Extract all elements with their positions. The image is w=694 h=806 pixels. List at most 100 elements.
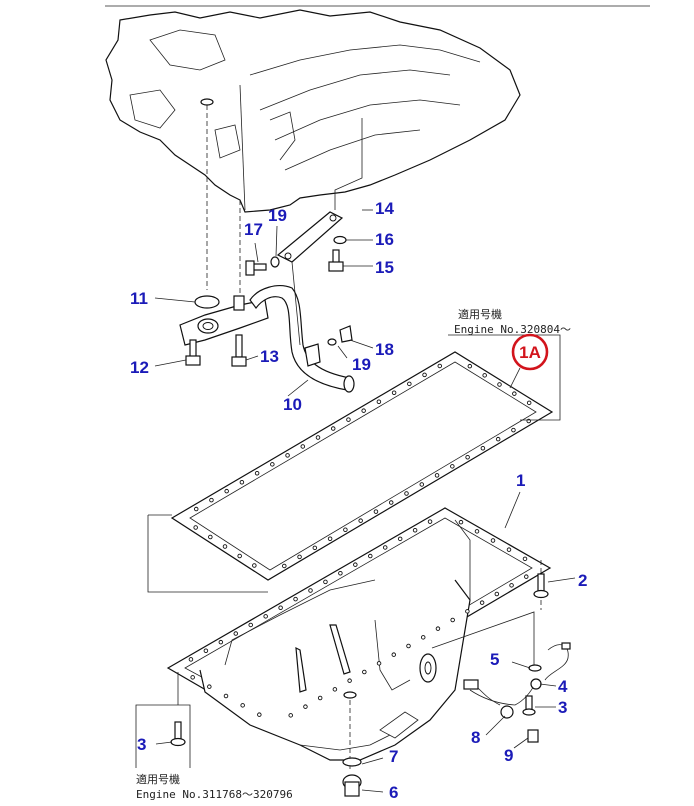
gasket-bolt-hole — [315, 435, 321, 440]
gasket-bolt-hole — [467, 363, 473, 369]
bolt-part-15 — [328, 249, 344, 272]
pan-bolt-hole — [207, 684, 212, 689]
callout-13: 13 — [260, 347, 279, 366]
gasket-bolt-hole — [482, 373, 487, 378]
callout-15: 15 — [375, 258, 394, 277]
pan-bolt-hole — [474, 529, 480, 534]
gasket-bolt-hole — [327, 536, 333, 542]
pan-bolt-hole — [263, 614, 268, 619]
pan-bolt-hole — [397, 536, 403, 542]
gasket-bolt-hole — [404, 491, 409, 496]
bolt-part-13 — [231, 334, 247, 367]
gasket-bolt-hole — [511, 427, 516, 433]
callout-5: 5 — [490, 650, 499, 669]
gasket-bolt-hole — [285, 453, 290, 458]
callout-19-lower: 19 — [352, 355, 371, 374]
gasket-bolt-hole — [282, 563, 287, 569]
callout-14: 14 — [375, 199, 394, 218]
note-lower-line1: 適用号機 — [136, 772, 180, 786]
pan-bolt-hole — [332, 687, 338, 692]
callout-10: 10 — [283, 395, 302, 414]
callout-1: 1 — [516, 471, 525, 490]
sensor-harness — [431, 611, 571, 743]
pan-bolt-hole — [382, 545, 388, 550]
pan-bolt-hole — [435, 626, 441, 631]
elbow-bracket — [179, 295, 269, 346]
pan-bolt-hole — [257, 712, 262, 717]
gasket-bolt-hole — [209, 497, 214, 503]
note-lower-line2: Engine No.311768～320796 — [136, 788, 293, 801]
callout-17: 17 — [244, 220, 263, 239]
gasket-bolt-hole — [437, 363, 443, 369]
gasket-bolt-hole — [526, 400, 532, 406]
gasket-bolt-hole — [391, 390, 397, 396]
pan-bolt-hole — [427, 519, 433, 524]
pan-bolt-hole — [376, 661, 382, 666]
gasket-bolt-hole — [300, 444, 306, 449]
pan-bolt-hole — [278, 605, 283, 610]
gasket-bolt-hole — [450, 464, 455, 469]
bolt-part-2 — [533, 560, 549, 610]
gasket-bolt-hole — [312, 545, 318, 551]
pan-bolt-hole — [240, 703, 245, 708]
pan-bolt-hole — [203, 648, 209, 654]
gasket-bolt-hole — [270, 462, 275, 467]
gasket-bolt-hole — [252, 563, 257, 568]
callout-8: 8 — [471, 728, 480, 747]
pan-bolt-hole — [338, 571, 343, 576]
pan-bolt-hole — [317, 695, 323, 701]
gasket-bolt-hole — [239, 479, 245, 485]
gasket-bolt-hole — [480, 445, 486, 451]
pan-bolt-hole — [450, 617, 455, 623]
part-1A-badge: 1A — [509, 333, 549, 389]
pan-bolt-hole — [362, 669, 367, 675]
pan-bolt-hole — [248, 622, 253, 628]
gasket-bolt-hole — [358, 518, 363, 523]
pan-bolt-hole — [308, 588, 313, 593]
gasket-bolt-hole — [497, 382, 502, 387]
washer-part-19-upper — [270, 256, 280, 268]
gasket-bolt-hole — [407, 381, 412, 387]
gasket-bolt-hole — [512, 391, 517, 396]
pan-bolt-hole — [190, 675, 195, 680]
oil-pan-part-1 — [166, 507, 552, 761]
bracket-part-14 — [276, 211, 344, 346]
gasket-bolt-hole — [495, 436, 501, 442]
pan-bolt-hole — [368, 553, 373, 559]
pan-bolt-hole — [218, 639, 224, 645]
callout-11: 11 — [130, 289, 148, 308]
clip-part-18 — [327, 325, 353, 346]
gasket-bolt-hole — [208, 534, 213, 540]
gasket-part-1A — [170, 351, 554, 581]
gasket-bolt-hole — [343, 527, 348, 532]
note-upper-line1: 適用号機 — [458, 307, 502, 321]
pan-bolt-hole — [188, 657, 194, 662]
block-leaders — [206, 105, 363, 300]
callout-3-lower: 3 — [137, 735, 146, 754]
bolt-part-17 — [245, 260, 267, 276]
callout-4: 4 — [558, 677, 568, 696]
pan-bolt-hole — [490, 538, 496, 543]
pan-bolt-hole — [323, 579, 328, 585]
callout-6: 6 — [389, 783, 398, 802]
gasket-bolt-hole — [373, 509, 379, 514]
pan-bolt-hole — [458, 519, 464, 525]
pan-bolt-hole — [479, 600, 485, 605]
pan-bolt-hole — [509, 583, 514, 588]
washer-part-16 — [333, 235, 347, 245]
callout-3-right: 3 — [558, 698, 567, 717]
pan-bolt-hole — [524, 574, 529, 579]
callout-16: 16 — [375, 230, 394, 249]
engine-block — [105, 9, 521, 213]
pan-bolt-hole — [412, 527, 418, 533]
pan-bolt-hole — [288, 713, 293, 718]
callout-18: 18 — [375, 340, 394, 359]
pan-bolt-hole — [303, 704, 308, 709]
pan-bolt-hole — [347, 678, 352, 683]
note-bracket-lower — [135, 672, 191, 768]
callout-leaders — [154, 209, 576, 793]
gasket-bolt-hole — [297, 554, 302, 560]
pipe-part-10 — [249, 285, 355, 393]
